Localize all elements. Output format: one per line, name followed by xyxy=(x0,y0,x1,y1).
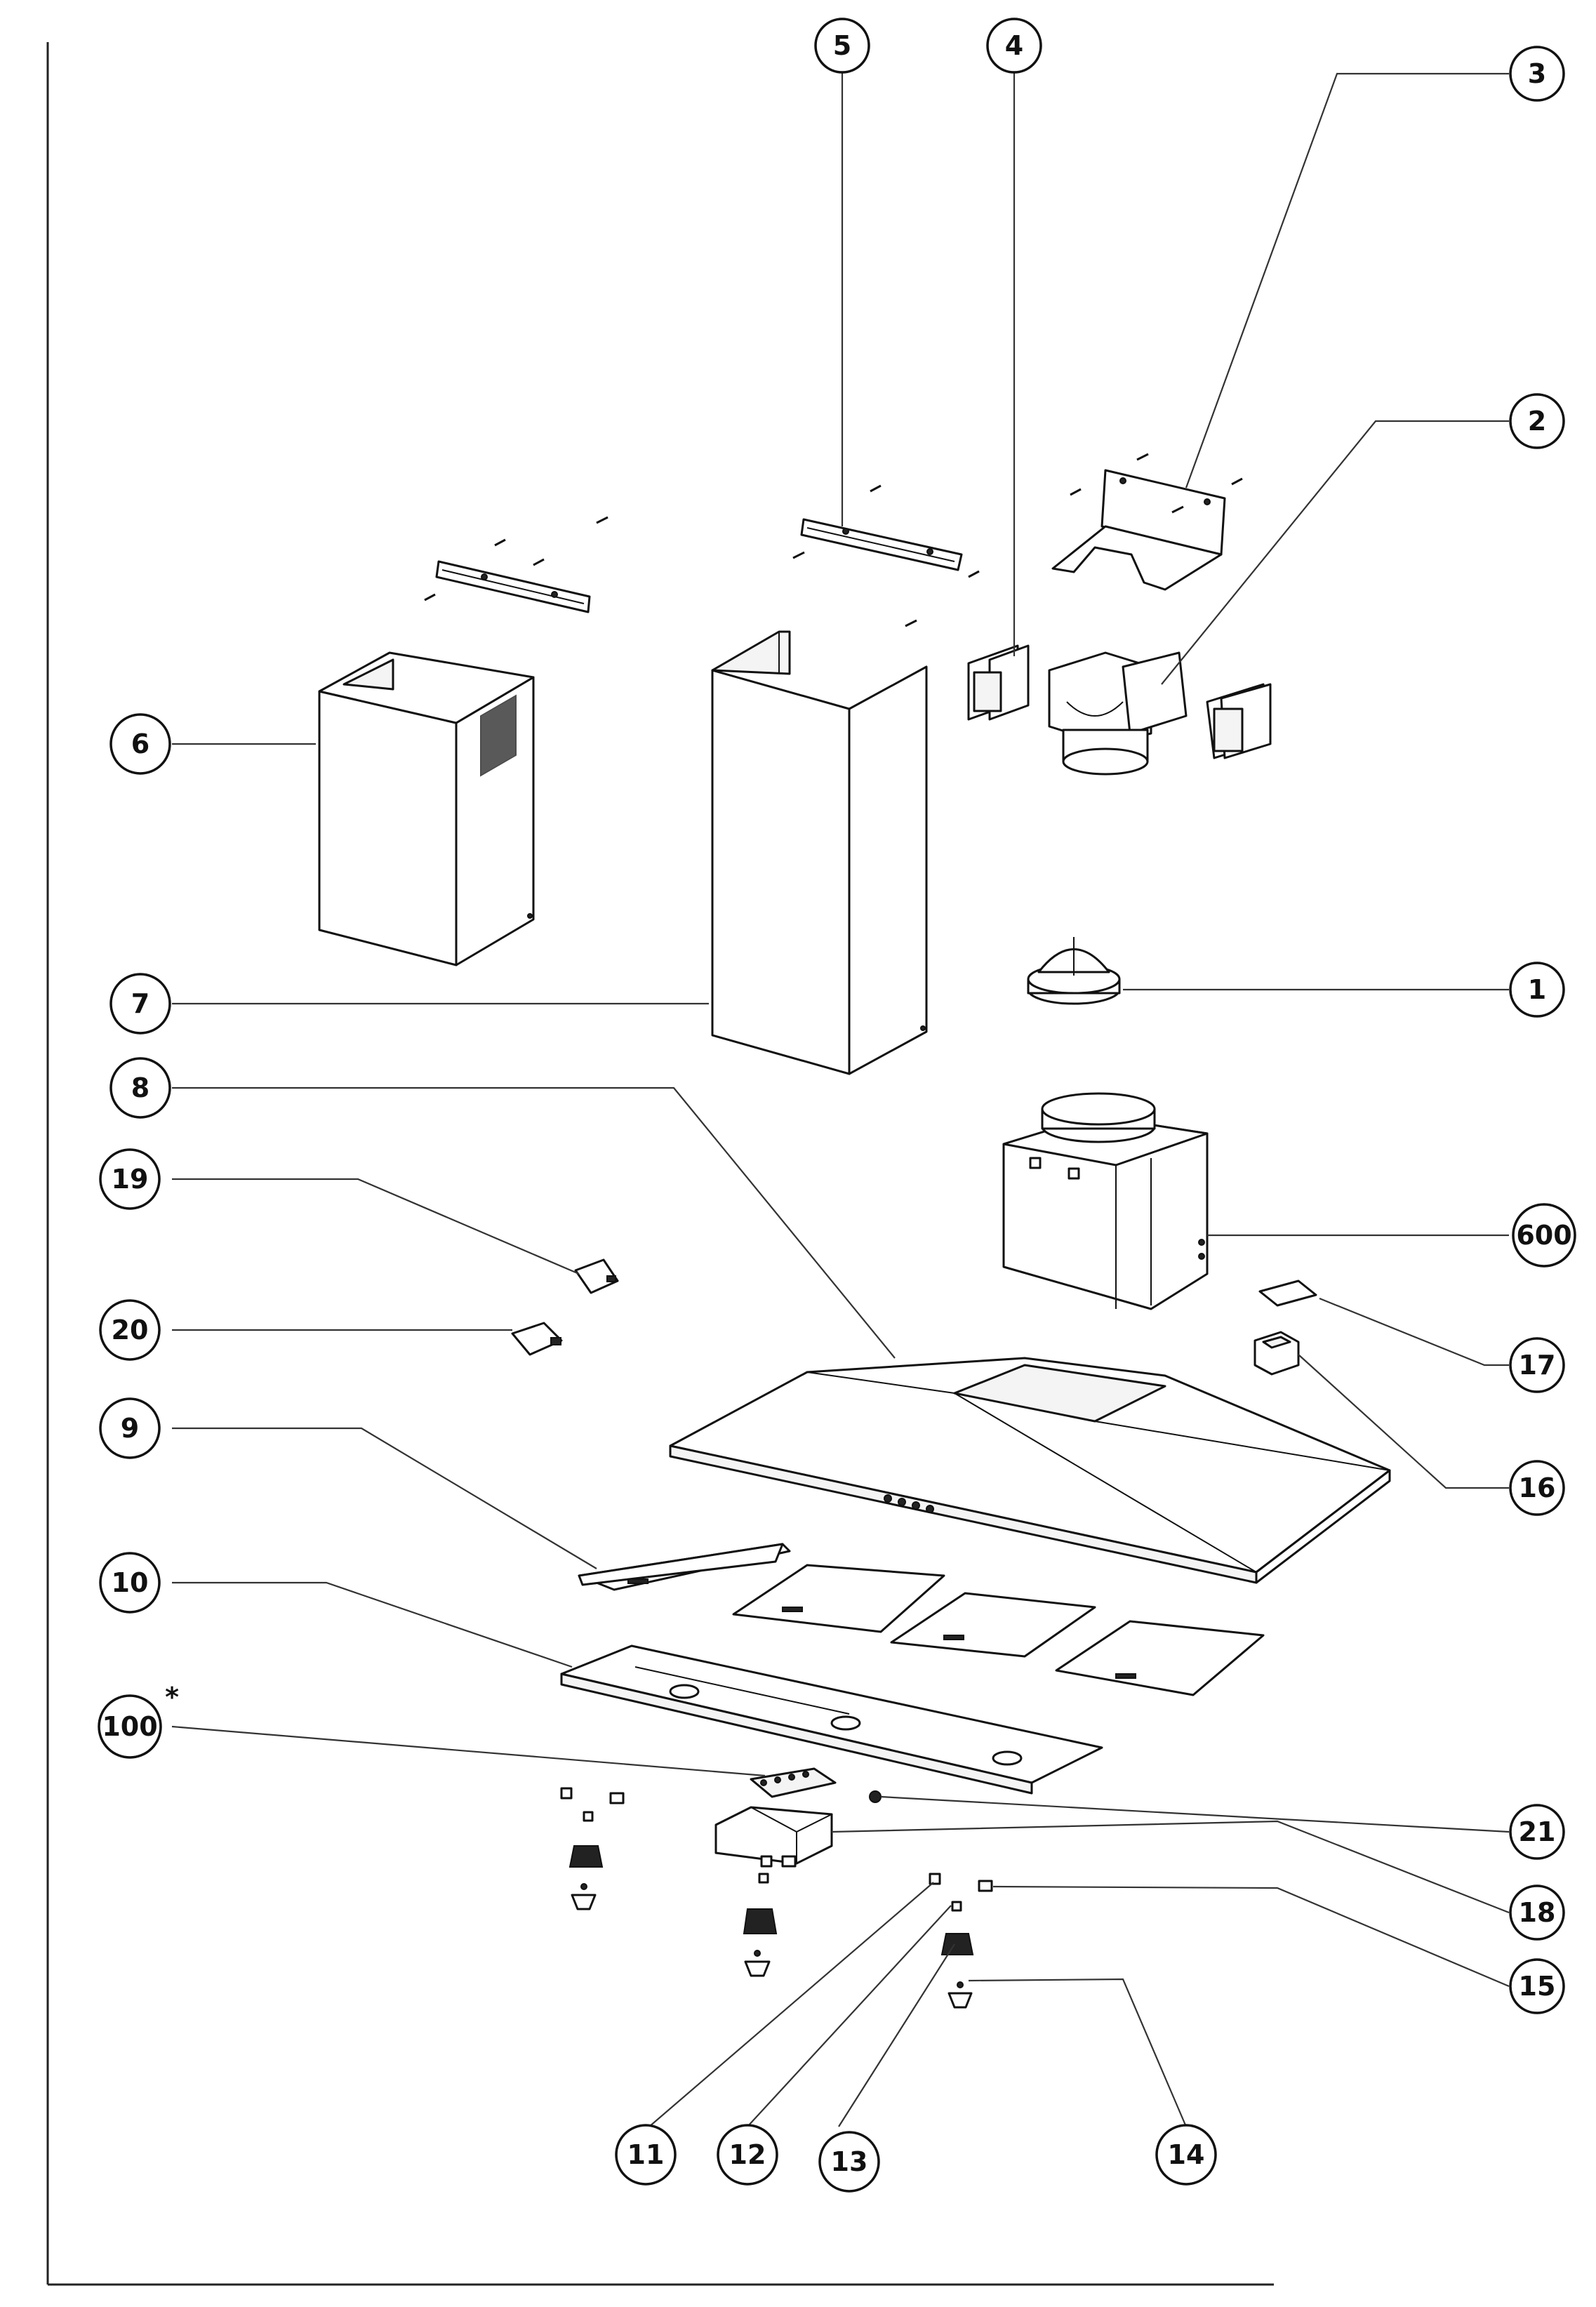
callout-14-label: 14 xyxy=(1168,2139,1205,2170)
part-600-motor-housing xyxy=(1002,1092,1209,1310)
callout-3: 3 xyxy=(1509,46,1565,102)
callout-600-label: 600 xyxy=(1516,1220,1571,1251)
part-17-cover-plate xyxy=(1258,1279,1317,1307)
part-18-control-box xyxy=(714,1806,833,1865)
callout-9: 9 xyxy=(99,1397,161,1459)
callout-100: 100 * xyxy=(98,1682,179,1759)
callout-11-label: 11 xyxy=(627,2139,665,2170)
callout-7: 7 xyxy=(109,973,171,1035)
callout-100-label: 100 xyxy=(102,1711,157,1742)
callout-21: 21 xyxy=(1509,1804,1565,1860)
knob-assembly-left xyxy=(560,1787,625,1910)
callout-13-label: 13 xyxy=(831,2146,868,2177)
callout-9-label: 9 xyxy=(121,1413,139,1444)
part-5-chimney-bracket xyxy=(792,484,980,627)
callout-2-label: 2 xyxy=(1528,406,1546,437)
callout-12: 12 xyxy=(717,2124,778,2186)
callout-6: 6 xyxy=(109,713,171,775)
callout-2: 2 xyxy=(1509,393,1565,449)
callout-18-label: 18 xyxy=(1519,1897,1556,1928)
callout-12-label: 12 xyxy=(729,2139,766,2170)
part-4-duct-adapter-right xyxy=(1206,683,1272,759)
part-2-t-connector xyxy=(1048,651,1188,776)
callout-20-label: 20 xyxy=(112,1315,149,1345)
part-19-connector xyxy=(574,1258,619,1294)
callout-6-label: 6 xyxy=(131,729,149,759)
callout-16-label: 16 xyxy=(1519,1472,1556,1503)
callout-11: 11 xyxy=(615,2124,677,2186)
part-6-upper-chimney xyxy=(318,651,535,966)
part-8-hood-canopy xyxy=(669,1357,1391,1584)
callout-10-label: 10 xyxy=(112,1567,149,1598)
callout-5: 5 xyxy=(814,18,870,74)
callout-19-label: 19 xyxy=(112,1164,149,1195)
leader-lines xyxy=(171,70,1510,2127)
callout-17: 17 xyxy=(1509,1337,1565,1393)
callout-16: 16 xyxy=(1509,1460,1565,1516)
part-7-lower-chimney xyxy=(711,630,928,1075)
callout-13: 13 xyxy=(818,2131,880,2193)
callout-10: 10 xyxy=(99,1552,161,1614)
knob-assembly-center xyxy=(743,1855,797,1977)
callout-100-asterisk: * xyxy=(165,1682,179,1713)
callout-19: 19 xyxy=(99,1148,161,1210)
callout-21-label: 21 xyxy=(1519,1816,1556,1847)
part-100-control-board xyxy=(750,1767,837,1798)
part-20-switch xyxy=(511,1322,563,1356)
knob-assembly-right xyxy=(929,1873,993,2009)
part-4-duct-adapter xyxy=(967,644,1030,721)
callout-18: 18 xyxy=(1509,1884,1565,1941)
callout-15: 15 xyxy=(1509,1958,1565,2014)
upper-chimney-bracket xyxy=(424,516,609,613)
callout-4: 4 xyxy=(986,18,1042,74)
callout-5-label: 5 xyxy=(833,30,851,61)
callout-15-label: 15 xyxy=(1519,1971,1556,2002)
part-21-screw xyxy=(869,1790,882,1803)
part-3-wall-bracket xyxy=(1051,453,1243,591)
callout-8-label: 8 xyxy=(131,1072,149,1103)
callout-4-label: 4 xyxy=(1005,30,1023,61)
part-1-damper-collar xyxy=(1027,937,1121,1005)
callout-7-label: 7 xyxy=(131,988,149,1019)
callout-3-label: 3 xyxy=(1528,58,1546,89)
callout-1: 1 xyxy=(1509,962,1565,1018)
part-10-front-panel xyxy=(560,1644,1103,1795)
callout-1-label: 1 xyxy=(1528,974,1546,1005)
callout-600: 600 xyxy=(1512,1203,1576,1268)
part-9-grease-filters xyxy=(578,1543,1265,1696)
callout-20: 20 xyxy=(99,1299,161,1361)
callout-8: 8 xyxy=(109,1057,171,1119)
callout-17-label: 17 xyxy=(1519,1350,1556,1381)
part-16-bracket xyxy=(1253,1331,1300,1376)
callout-14: 14 xyxy=(1155,2124,1217,2186)
